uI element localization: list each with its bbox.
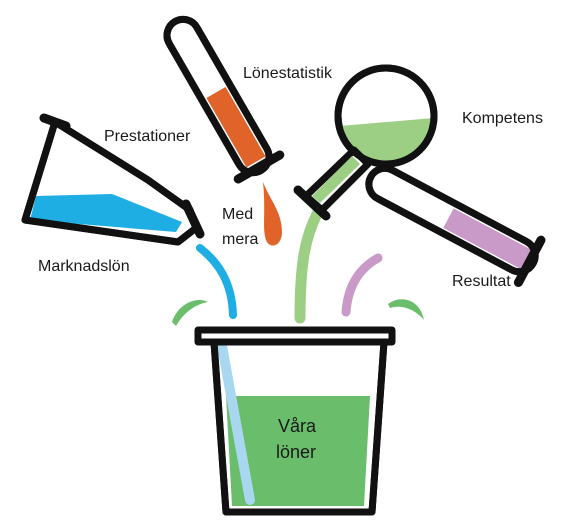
beaker-icon — [194, 326, 396, 516]
label-vara: Våra — [278, 416, 317, 436]
label-lonestatistik: Lönestatistik — [243, 65, 333, 82]
splash-right-icon — [388, 299, 424, 320]
test-tube-right-icon — [365, 164, 546, 288]
label-loner: löner — [276, 442, 316, 462]
purple-stream — [341, 253, 383, 317]
round-flask-icon — [293, 64, 438, 221]
erlenmeyer-flask-icon — [21, 113, 205, 246]
blue-stream — [196, 244, 237, 319]
label-med: Med — [222, 206, 253, 223]
label-kompetens: Kompetens — [462, 110, 543, 127]
label-marknadslon: Marknadslön — [38, 258, 130, 275]
light-green-stream — [294, 206, 324, 324]
label-prestationer: Prestationer — [104, 128, 191, 145]
label-mera: mera — [222, 231, 259, 248]
label-resultat: Resultat — [452, 273, 511, 290]
splash-left-icon — [172, 300, 208, 326]
test-tube-icon — [163, 15, 285, 184]
orange-drip — [263, 182, 282, 246]
